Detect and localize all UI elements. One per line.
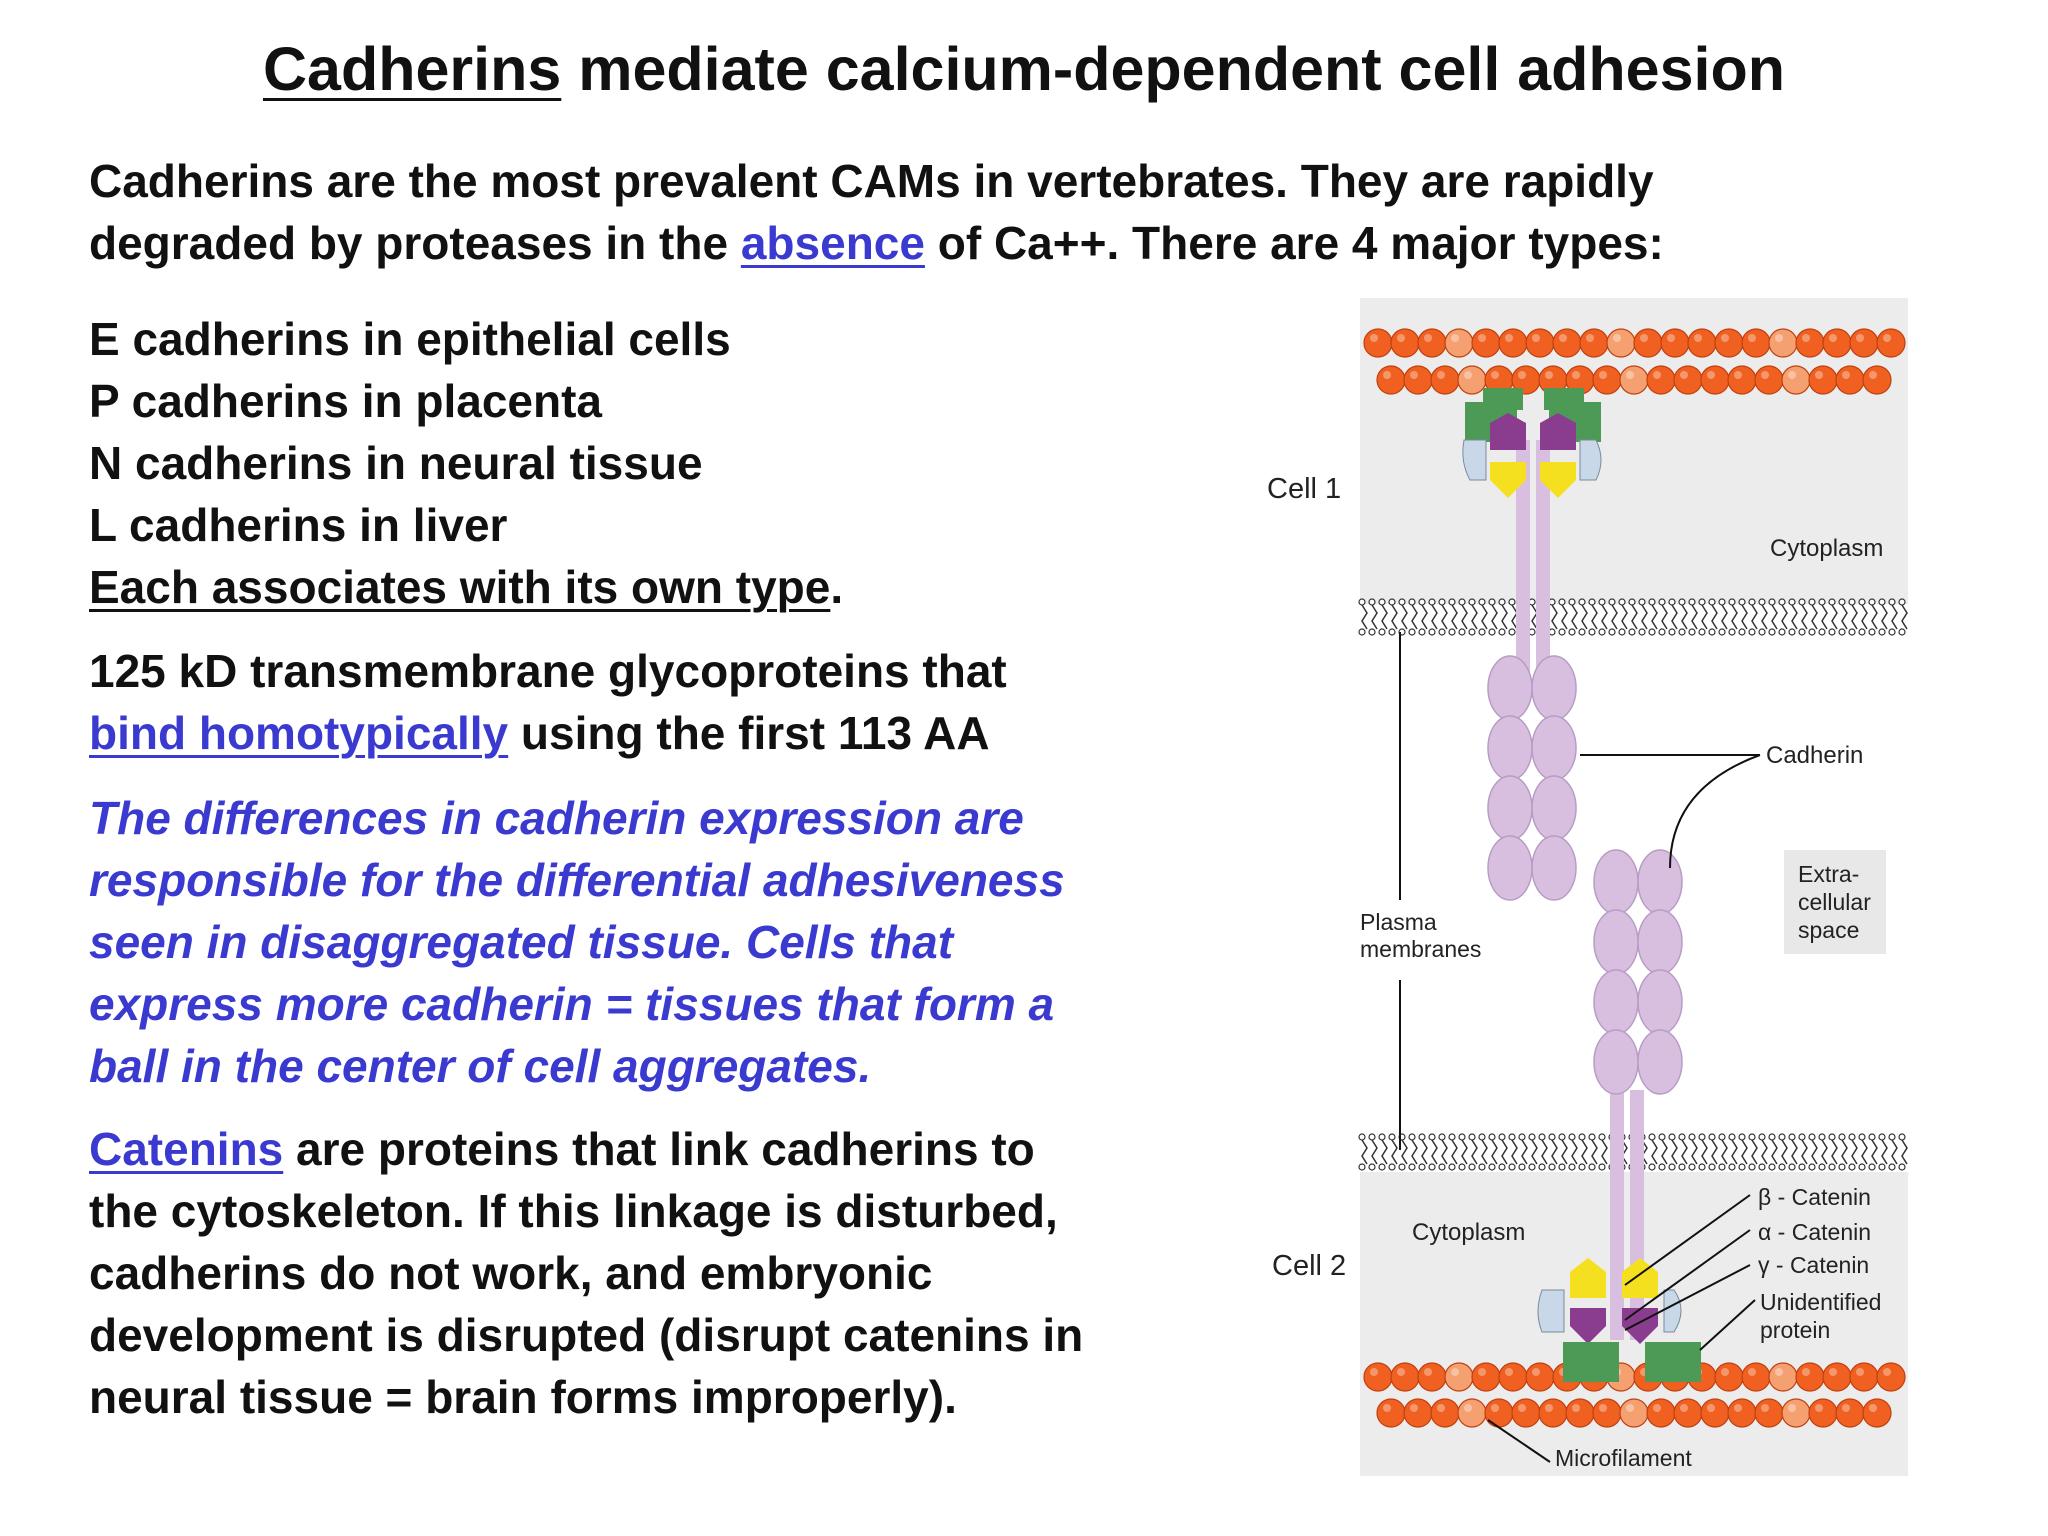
absence-link[interactable]: absence: [740, 217, 925, 269]
microfilament-label: Microfilament: [1555, 1445, 1692, 1471]
types-note-period: .: [830, 561, 844, 613]
bind-homotypically-link[interactable]: bind homotypically: [89, 707, 509, 759]
plasma-line-2: membranes: [1360, 936, 1481, 962]
italic-line-4: express more cadherin = tissues that for…: [89, 978, 1055, 1030]
glycoprotein-paragraph: 125 kD transmembrane glycoproteins that …: [89, 640, 1007, 764]
types-note: Each associates with its own type.: [89, 556, 843, 618]
catenin-complex-top: [1462, 388, 1602, 498]
cadherin-domains: [1487, 655, 1683, 1095]
microfilament-top: [1363, 328, 1906, 395]
italic-line-1: The differences in cadherin expression a…: [89, 792, 1024, 844]
catenins-line-3: cadherins do not work, and embryonic: [89, 1247, 933, 1299]
glyco-line-1: 125 kD transmembrane glycoproteins that: [89, 645, 1007, 697]
intro-line-2-end: of Ca++. There are 4 major types:: [924, 217, 1664, 269]
cell1-label: Cell 1: [1267, 473, 1341, 505]
extracellular-line-1: Extra-: [1798, 861, 1859, 887]
catenins-paragraph: Catenins are proteins that link cadherin…: [89, 1118, 1083, 1428]
italic-line-5: ball in the center of cell aggregates.: [89, 1040, 872, 1092]
slide-title: Cadherins mediate calcium-dependent cell…: [0, 34, 2048, 104]
extracellular-line-2: cellular: [1798, 889, 1871, 915]
intro-line-1: Cadherins are the most prevalent CAMs in…: [89, 155, 1654, 207]
catenins-line-1-end: are proteins that link cadherins to: [283, 1123, 1035, 1175]
title-underlined-word: Cadherins: [262, 35, 562, 103]
type-e: E cadherins in epithelial cells: [89, 313, 731, 365]
types-note-underlined: Each associates with its own type: [89, 561, 831, 613]
beta-catenin-label: β - Catenin: [1758, 1184, 1871, 1210]
differential-adhesion-paragraph: The differences in cadherin expression a…: [89, 787, 1065, 1097]
catenins-line-4: development is disrupted (disrupt cateni…: [89, 1309, 1084, 1361]
unidentified-line-1: Unidentified: [1760, 1289, 1881, 1315]
intro-line-2-start: degraded by proteases in the: [89, 217, 741, 269]
unidentified-line-2: protein: [1760, 1317, 1830, 1343]
intro-line-2: degraded by proteases in the absence of …: [89, 212, 1664, 274]
italic-line-2: responsible for the differential adhesiv…: [89, 854, 1065, 906]
gamma-catenin-label: γ - Catenin: [1758, 1252, 1869, 1278]
alpha-catenin-label: α - Catenin: [1758, 1219, 1871, 1245]
cell2-label: Cell 2: [1272, 1250, 1346, 1282]
glyco-line-2: bind homotypically using the first 113 A…: [89, 702, 1007, 764]
leader-lines: [1399, 632, 1761, 1463]
catenins-link[interactable]: Catenins: [89, 1123, 284, 1175]
title-rest: mediate calcium-dependent cell adhesion: [561, 35, 1786, 103]
plasma-membrane-top: [1358, 598, 1908, 636]
extracellular-line-3: space: [1798, 917, 1859, 943]
cadherin-label: Cadherin: [1766, 742, 1863, 769]
type-p: P cadherins in placenta: [89, 375, 603, 427]
cadherin-types-list: E cadherins in epithelial cells P cadher…: [89, 308, 843, 618]
plasma-line-1: Plasma: [1360, 909, 1437, 935]
extracellular-box: [1784, 850, 1886, 954]
catenins-line-5: neural tissue = brain forms improperly).: [89, 1371, 957, 1423]
catenins-line-2: the cytoskeleton. If this linkage is dis…: [89, 1185, 1058, 1237]
cytoplasm-top-label: Cytoplasm: [1770, 535, 1883, 562]
type-l: L cadherins in liver: [89, 499, 508, 551]
cadherin-diagram: Cell 1 Cell 2 Cytoplasm Cytoplasm Cadher…: [1267, 298, 1908, 1476]
catenins-line-1: Catenins are proteins that link cadherin…: [89, 1118, 1083, 1180]
intro-paragraph: Cadherins are the most prevalent CAMs in…: [89, 150, 1664, 274]
plasma-membrane-bottom: [1358, 1133, 1908, 1171]
type-n: N cadherins in neural tissue: [89, 437, 703, 489]
italic-line-3: seen in disaggregated tissue. Cells that: [89, 916, 954, 968]
cytoplasm-bottom-label: Cytoplasm: [1412, 1219, 1525, 1246]
glyco-line-2-end: using the first 113 AA: [508, 707, 990, 759]
